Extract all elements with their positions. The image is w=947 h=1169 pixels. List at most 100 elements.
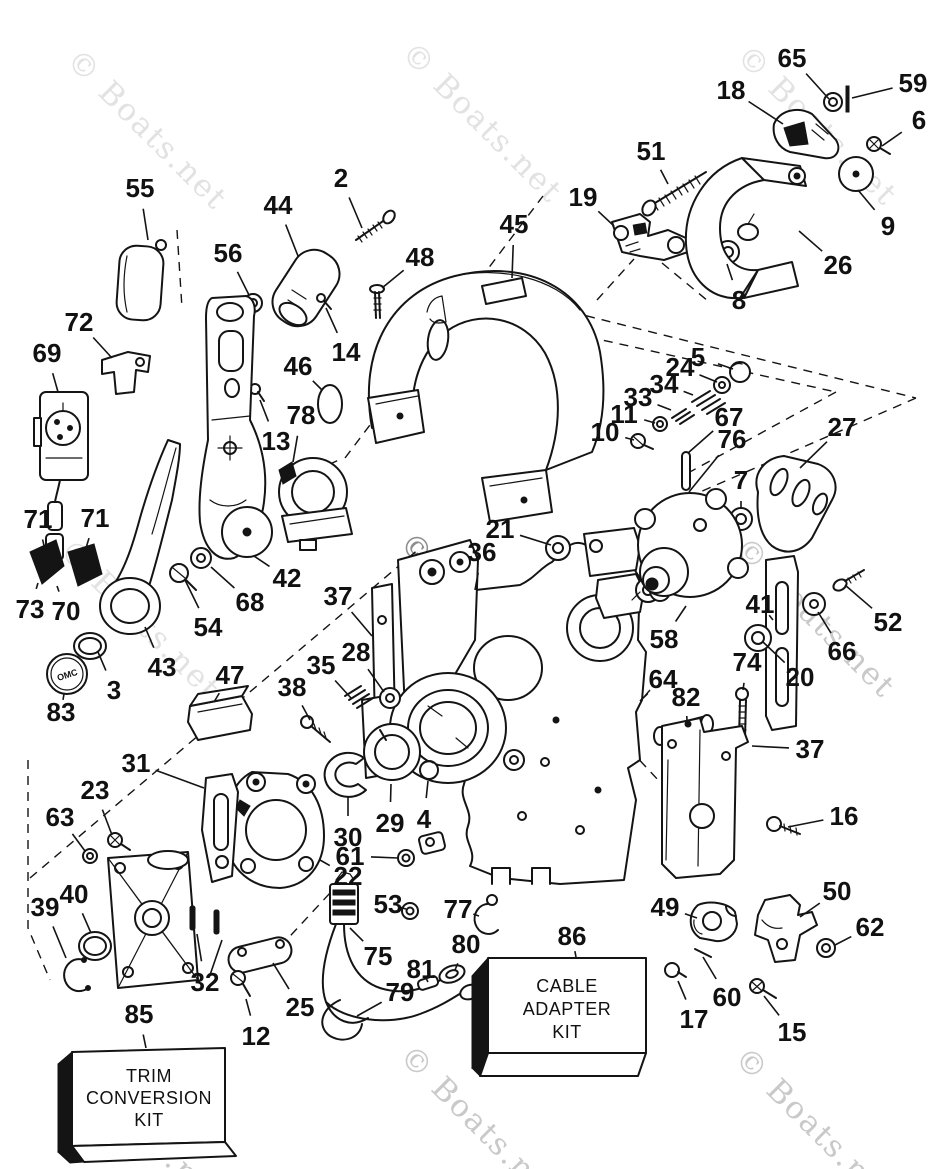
- part-number-52: 52: [874, 607, 903, 637]
- leader-line-81: [424, 976, 429, 983]
- leader-line-40: [81, 912, 92, 934]
- lever-27: [755, 455, 837, 553]
- leader-line-20: [762, 641, 786, 664]
- part-number-36: 36: [468, 537, 497, 567]
- clamp-19: [611, 213, 689, 261]
- part-number-62: 62: [856, 912, 885, 942]
- leader-line-47: [213, 692, 220, 703]
- leader-line-78: [292, 435, 299, 463]
- screw-51: [641, 171, 707, 217]
- ring-3: [73, 632, 107, 660]
- leader-line-65: [805, 73, 830, 100]
- part-number-48: 48: [406, 242, 435, 272]
- leader-line-36: [474, 572, 479, 591]
- trim-kit-line-2: CONVERSION: [86, 1088, 212, 1108]
- cable-kit-line-3: KIT: [552, 1022, 582, 1042]
- part-number-85: 85: [125, 999, 154, 1029]
- leader-line-48: [381, 269, 405, 289]
- leader-line-11: [643, 419, 656, 424]
- part-number-66: 66: [828, 636, 857, 666]
- leader-line-35: [334, 679, 352, 699]
- part-number-8: 8: [732, 285, 746, 315]
- leader-line-61: [370, 856, 399, 859]
- part-number-34: 34: [650, 369, 679, 399]
- leader-line-43: [144, 626, 155, 649]
- part-number-74: 74: [733, 647, 762, 677]
- leader-line-74: [742, 682, 745, 691]
- spring-35: [344, 685, 374, 709]
- leader-line-64: [639, 692, 649, 702]
- nut-61: [397, 849, 415, 867]
- clamp-49: [689, 901, 738, 943]
- screw-6: [866, 136, 891, 155]
- screw-16: [766, 816, 801, 836]
- handle-43: [99, 439, 181, 635]
- leader-line-60: [702, 956, 717, 980]
- part-number-24: 24: [666, 352, 695, 382]
- part-number-40: 40: [60, 879, 89, 909]
- pin-67: [681, 451, 691, 491]
- anchor-block: [418, 831, 446, 855]
- leader-line-9: [857, 189, 876, 211]
- leader-line-71: [85, 537, 90, 549]
- leader-line-46: [312, 380, 323, 391]
- leader-line-22: [319, 859, 331, 867]
- cylinder-44: [271, 248, 341, 328]
- key-switch-69: [29, 391, 103, 587]
- leader-line-6: [881, 131, 903, 147]
- pins-32: [189, 905, 223, 976]
- leader-line-66: [817, 611, 832, 634]
- nut-53: [401, 902, 419, 920]
- leader-line-68: [210, 566, 235, 589]
- leader-line-10: [624, 436, 635, 441]
- part-number-73: 73: [16, 594, 45, 624]
- leader-line-23: [101, 809, 113, 836]
- part-number-13: 13: [262, 426, 291, 456]
- pin-60: [694, 948, 712, 958]
- part-number-46: 46: [284, 351, 313, 381]
- ball-5: [729, 361, 751, 383]
- pin-59: [845, 85, 850, 113]
- washer-66: [802, 592, 826, 616]
- part-number-65: 65: [778, 43, 807, 73]
- part-number-44: 44: [264, 190, 293, 220]
- part-number-37: 37: [796, 734, 825, 764]
- screw-54: [169, 563, 197, 591]
- leader-line-12: [245, 998, 252, 1016]
- leader-line-69: [51, 372, 59, 393]
- leader-line-52: [844, 584, 873, 609]
- watermark-text: © Boats.net: [727, 1040, 902, 1169]
- part-number-11: 11: [610, 399, 638, 429]
- leader-line-19: [597, 210, 615, 227]
- leader-line-70: [56, 585, 60, 592]
- part-number-54: 54: [194, 612, 223, 642]
- part-number-35: 35: [307, 650, 336, 680]
- leader-line-51: [659, 169, 669, 185]
- screw-14: [316, 293, 332, 310]
- pad-46: [317, 384, 343, 424]
- part-number-2: 2: [334, 163, 348, 193]
- screw-38: [300, 715, 331, 743]
- part-number-39: 39: [31, 892, 60, 922]
- nut-62: [816, 938, 836, 958]
- leader-line-27: [799, 441, 828, 469]
- leader-line-24: [699, 374, 718, 383]
- screw-12: [230, 970, 251, 997]
- part-number-77: 77: [444, 894, 473, 924]
- leader-line-44: [284, 224, 299, 257]
- part-number-23: 23: [81, 775, 110, 805]
- part-number-70: 70: [52, 596, 81, 626]
- leader-line-2: [348, 197, 363, 229]
- part-number-47: 47: [216, 660, 245, 690]
- leader-line-80: [454, 962, 459, 971]
- part-number-55: 55: [126, 173, 155, 203]
- screw-48: [369, 284, 385, 319]
- arm-42: [198, 295, 273, 560]
- part-number-10: 10: [591, 417, 620, 447]
- part-number-63: 63: [46, 802, 75, 832]
- screw-2: [355, 209, 396, 243]
- leader-line-32: [196, 933, 203, 962]
- leader-line-5: [717, 363, 734, 370]
- leader-line-16: [787, 819, 824, 828]
